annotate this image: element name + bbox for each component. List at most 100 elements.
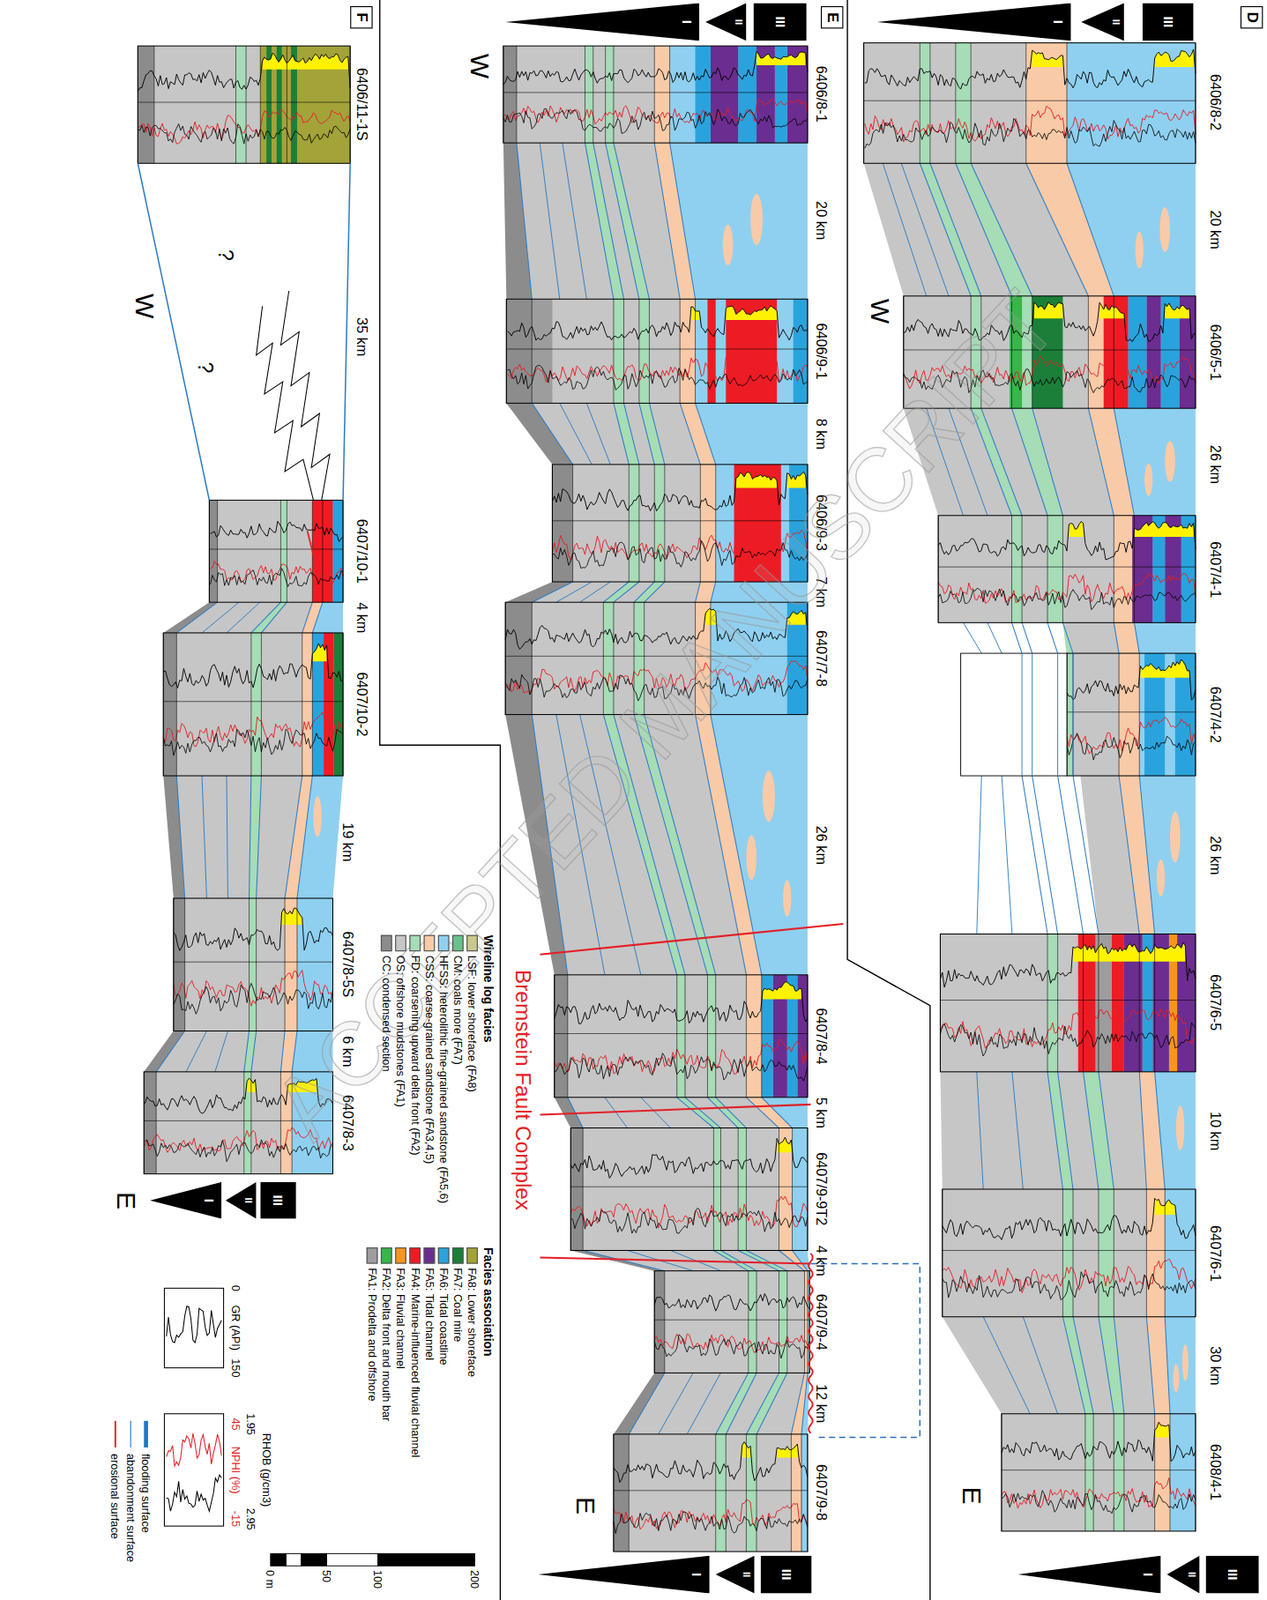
node-text: II — [731, 2, 746, 41]
well-column — [554, 975, 808, 1098]
correlation-line — [715, 1372, 749, 1434]
neutron-curve — [570, 1196, 808, 1229]
well-facies — [628, 1434, 716, 1552]
grid-line — [1047, 934, 1049, 1073]
well-facies — [713, 1128, 721, 1252]
well-column — [551, 464, 807, 582]
correlation-line — [1083, 1072, 1099, 1190]
symbol-fill — [715, 1556, 755, 1595]
system-tract-symbol: III — [260, 1182, 297, 1220]
grid-line — [791, 1128, 793, 1252]
well-facies — [715, 464, 808, 582]
well-facies — [176, 633, 252, 776]
correlation-line — [580, 715, 641, 976]
grid-line — [654, 45, 656, 143]
correlation-line — [1058, 1072, 1074, 1190]
fault-line — [540, 1104, 812, 1116]
well-facies — [1032, 296, 1089, 409]
scale-bar — [270, 1553, 286, 1566]
facies-band — [613, 1372, 665, 1434]
sand-lens — [1156, 859, 1165, 897]
gamma-ray-curve — [137, 52, 351, 92]
well-facies — [1066, 43, 1196, 164]
panel-label-box: D — [1240, 6, 1263, 29]
watermark: ACCEPTED MANUSCRIPT — [252, 271, 1078, 1159]
legend-text: FA3: Fluvial channel — [395, 1267, 409, 1370]
correlation-line — [976, 775, 982, 934]
distance-label: 26 km — [1207, 445, 1225, 485]
grid-line — [603, 602, 604, 715]
density-curve — [144, 1140, 333, 1163]
well-name: 6407/9-4 — [813, 1294, 831, 1351]
system-tract-symbol: III — [1206, 1556, 1260, 1595]
grid-line — [694, 602, 696, 715]
direction-label: W — [463, 53, 495, 79]
well-name: 6407/9-9T2 — [813, 1152, 831, 1226]
system-tract-symbol: II — [1080, 2, 1125, 41]
facies-band — [942, 1317, 1086, 1415]
grid-line — [778, 1128, 780, 1252]
well-facies — [280, 499, 287, 603]
log-key-box — [163, 1288, 224, 1368]
correlation-line — [215, 1031, 229, 1073]
well-facies — [1047, 934, 1059, 1073]
grid-line — [790, 1434, 792, 1552]
symbol-fill — [1080, 2, 1125, 41]
well-column — [570, 1128, 808, 1252]
correlation-line — [1022, 1317, 1058, 1415]
well-name: 6407/8-5S — [339, 931, 357, 999]
grid-line — [156, 1072, 157, 1175]
correlation-line — [779, 1250, 805, 1271]
distance-label: 19 km — [339, 822, 357, 862]
well-facies — [707, 975, 716, 1098]
legend-text: HFSS: heterolithic fine-grained sandston… — [438, 955, 452, 1204]
grid-line — [745, 1128, 747, 1252]
well-name: 6406/11-1S — [354, 67, 372, 142]
facies-band — [249, 775, 262, 899]
direction-label: E — [110, 1192, 142, 1210]
correlation-line — [1066, 163, 1114, 297]
well-column — [939, 934, 1195, 1073]
well-facies — [1113, 1189, 1147, 1318]
correlation-line — [679, 402, 701, 464]
well-column — [163, 633, 343, 776]
grid-line — [284, 898, 286, 1032]
well-facies — [981, 296, 1013, 409]
system-tract-symbol: I — [537, 1556, 710, 1595]
correlation-line — [539, 142, 559, 299]
legend-heading: Wireline log facies — [479, 935, 494, 1044]
grid-line — [296, 898, 298, 1032]
grid-line — [208, 548, 343, 550]
legend-swatch — [409, 935, 422, 953]
legend-text: CC: condensed section — [380, 955, 395, 1073]
well-facies — [1139, 653, 1196, 776]
grid-line — [663, 1271, 665, 1374]
grid-line — [1047, 515, 1049, 624]
grid-line — [725, 1434, 727, 1552]
gamma-ray-curve — [503, 52, 808, 86]
correlation-line — [686, 1372, 721, 1434]
grid-line — [1021, 515, 1023, 624]
fault-line — [540, 1258, 812, 1265]
well-name: 6407/9-8 — [813, 1464, 831, 1521]
well-column — [173, 898, 334, 1032]
facies-band — [505, 581, 573, 603]
grid-line — [235, 45, 237, 164]
panel-border — [847, 0, 931, 1600]
legend-text: FA8: Lower shoreface — [466, 1267, 480, 1378]
grid-line — [1169, 1414, 1171, 1532]
node-text: II — [1185, 1556, 1200, 1595]
distance-label: 26 km — [1207, 835, 1225, 875]
well-facies — [685, 975, 708, 1098]
node-text: I — [1140, 1556, 1162, 1595]
well-column — [1001, 1414, 1196, 1532]
distance-label: 4 km — [813, 1245, 831, 1277]
correlation-line — [745, 1097, 779, 1129]
grid-line — [1139, 934, 1141, 1073]
well-facies — [143, 1072, 157, 1175]
legend-text: FA4: Marine-influenced fluvial channel — [409, 1267, 423, 1458]
correlation-line — [745, 1250, 787, 1271]
grid-line — [312, 633, 314, 776]
well-name: 6407/8-4 — [813, 1007, 831, 1065]
grid-line — [572, 464, 574, 582]
